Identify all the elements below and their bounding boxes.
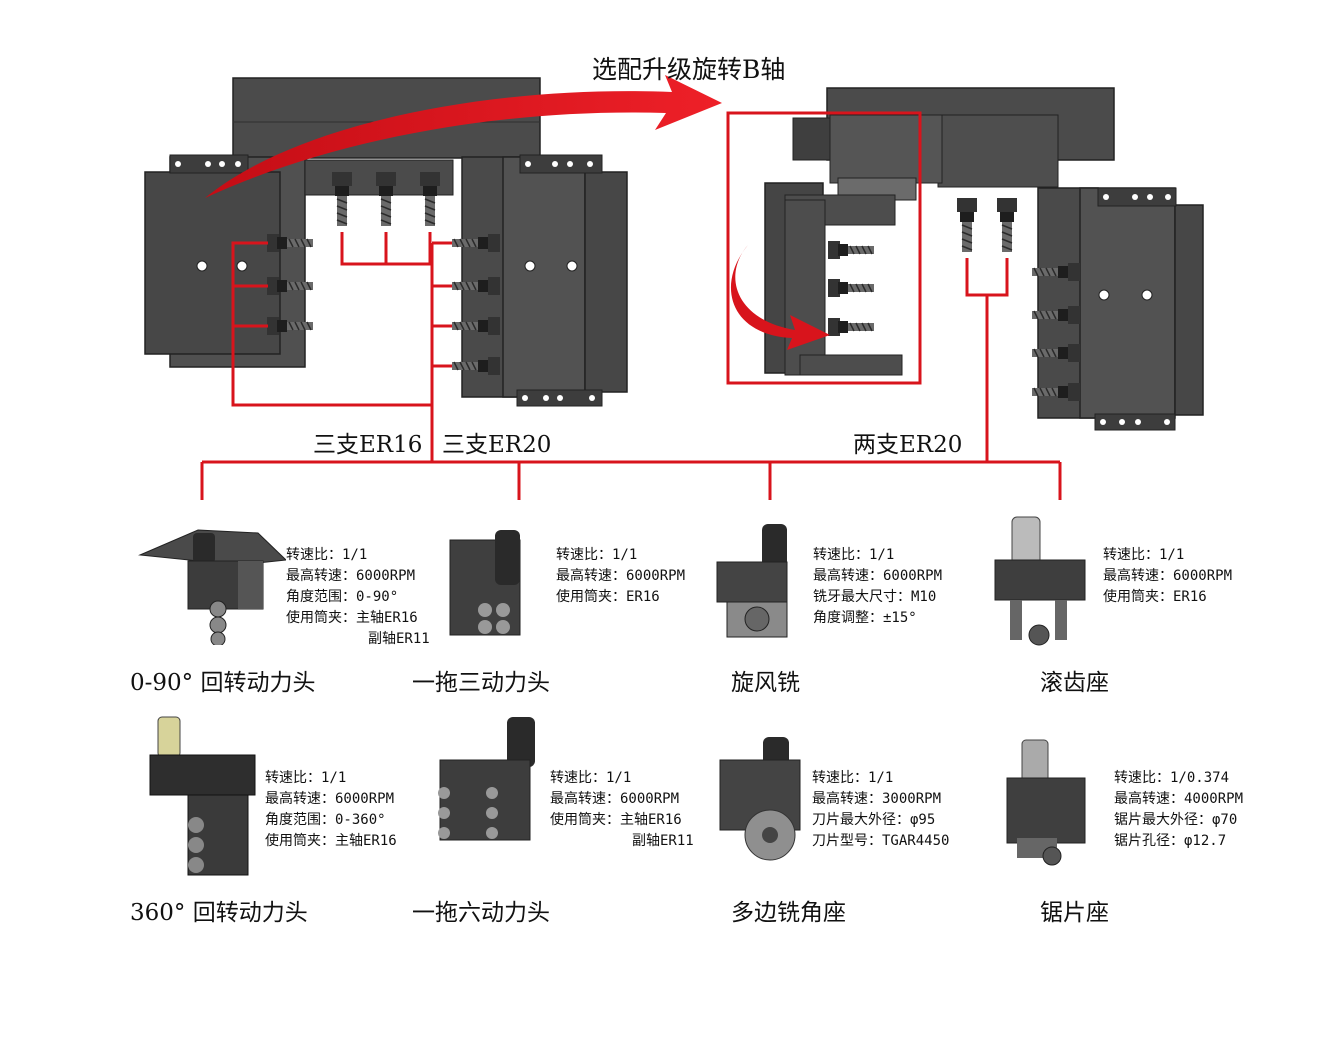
left-turret-machine — [144, 77, 628, 407]
label-three-er20: 三支ER20 — [442, 432, 552, 458]
headline: 选配升级旋转B轴 — [592, 55, 786, 84]
product-name: 360° 回转动力头 — [130, 900, 308, 926]
b-axis-highlight-box — [726, 111, 922, 385]
product-name: 锯片座 — [1040, 900, 1109, 926]
product-name: 多边铣角座 — [731, 900, 846, 926]
rotation-arrow — [730, 245, 830, 350]
rotary-head-360-image — [149, 716, 256, 876]
product-name: 一拖三动力头 — [412, 670, 550, 696]
one-drag-three-head-image — [449, 530, 521, 636]
gear-hobbing-seat-image — [994, 516, 1086, 646]
product-name: 0-90° 回转动力头 — [130, 670, 316, 696]
rotary-head-90-image — [138, 529, 286, 645]
whirlwind-mill-image — [716, 524, 788, 638]
upgrade-arrow — [205, 75, 722, 198]
product-name: 一拖六动力头 — [412, 900, 550, 926]
right-b-axis-machine — [764, 87, 1204, 431]
label-three-er16: 三支ER16 — [313, 432, 423, 458]
polygon-mill-seat-image — [719, 737, 801, 861]
product-name: 滚齿座 — [1040, 670, 1109, 696]
one-drag-six-head-image — [438, 717, 535, 841]
product-name: 旋风铣 — [731, 670, 800, 696]
saw-blade-seat-image — [1006, 739, 1086, 866]
label-two-er20: 两支ER20 — [853, 432, 963, 458]
connector-lines — [200, 232, 1062, 500]
